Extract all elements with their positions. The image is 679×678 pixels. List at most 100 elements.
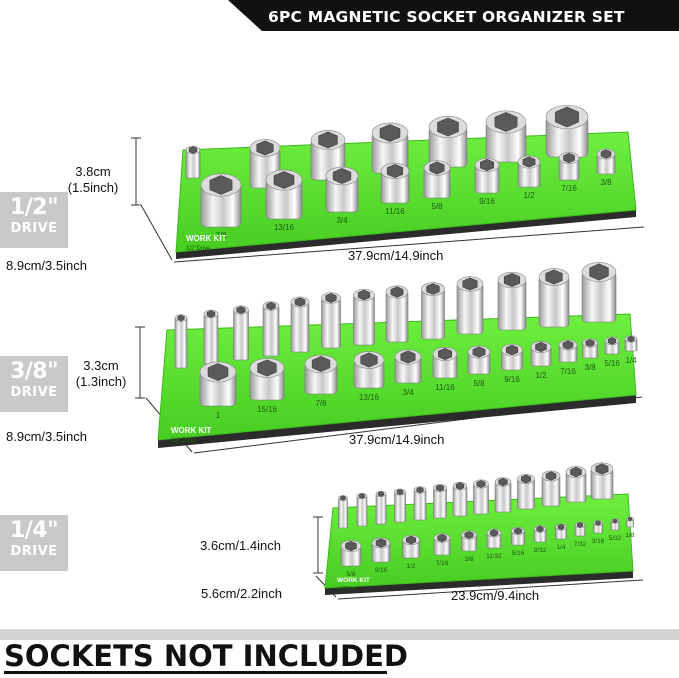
socket-deep bbox=[456, 276, 484, 335]
socket-front bbox=[423, 160, 451, 199]
size-label: 5/16 bbox=[604, 359, 620, 368]
rail-base bbox=[176, 210, 636, 259]
socket-body bbox=[353, 294, 375, 346]
socket-hex bbox=[188, 146, 198, 154]
brand-label: WORK KIT bbox=[171, 426, 212, 435]
socket-hex bbox=[521, 474, 531, 484]
socket-front bbox=[353, 351, 385, 389]
socket-front bbox=[582, 338, 598, 359]
socket-hex bbox=[375, 538, 387, 548]
socket-body bbox=[375, 493, 387, 525]
socket-hex bbox=[294, 297, 306, 307]
socket-hex bbox=[545, 269, 563, 285]
size-label: 7/8 bbox=[315, 399, 327, 408]
socket-hex bbox=[236, 306, 246, 314]
socket-hex bbox=[464, 531, 474, 539]
socket-front bbox=[486, 528, 502, 549]
title-text: 6PC MAGNETIC SOCKET ORGANIZER SET bbox=[268, 8, 625, 26]
drive-size: 1/2" bbox=[9, 195, 59, 220]
socket-hex bbox=[257, 359, 277, 377]
socket-body bbox=[233, 309, 249, 361]
socket-body bbox=[338, 497, 348, 529]
socket-hex bbox=[325, 293, 337, 303]
socket-front bbox=[530, 341, 552, 367]
socket-hex bbox=[595, 520, 601, 526]
socket-front bbox=[533, 525, 547, 543]
socket-front bbox=[325, 166, 359, 213]
socket-hex bbox=[557, 524, 565, 530]
drive-word: DRIVE bbox=[10, 544, 58, 559]
socket-hex bbox=[585, 339, 595, 347]
socket-deep bbox=[290, 296, 310, 353]
socket-deep bbox=[433, 484, 447, 519]
socket-hex bbox=[206, 310, 216, 318]
socket-front bbox=[402, 534, 420, 559]
socket-front bbox=[304, 354, 338, 395]
size-label: 9/16 bbox=[375, 567, 388, 574]
rail-base bbox=[325, 571, 633, 595]
size-label: 11/16 bbox=[385, 207, 405, 216]
socket-front bbox=[467, 345, 491, 375]
socket-hex bbox=[589, 263, 609, 281]
size-label: 3/8 bbox=[600, 178, 612, 187]
socket-front bbox=[394, 349, 422, 384]
socket-body bbox=[321, 297, 341, 349]
drive-size: 3/8" bbox=[9, 359, 59, 384]
socket-hex bbox=[266, 301, 276, 311]
socket-hex bbox=[535, 341, 547, 353]
socket-back bbox=[371, 122, 409, 174]
size-label: 1/2 bbox=[406, 563, 415, 570]
socket-body bbox=[433, 487, 447, 519]
socket-deep bbox=[538, 268, 570, 328]
socket-front bbox=[249, 358, 285, 401]
socket-hex bbox=[436, 484, 444, 492]
socket-deep bbox=[321, 292, 341, 349]
socket-front bbox=[624, 335, 638, 352]
socket-hex bbox=[332, 168, 352, 184]
socket-hex bbox=[406, 535, 416, 545]
size-label: 5/8 bbox=[473, 379, 485, 388]
socket-deep bbox=[233, 305, 249, 361]
socket-deep bbox=[413, 486, 427, 521]
size-label: 13/16 bbox=[359, 393, 380, 402]
socket-hex bbox=[437, 117, 459, 137]
socket-hex bbox=[476, 480, 486, 488]
socket-hex bbox=[627, 335, 635, 343]
socket-hex bbox=[426, 283, 440, 295]
socket-hex bbox=[462, 277, 478, 291]
size-label: 1/2 bbox=[523, 191, 535, 200]
brand-label: WORK KIT bbox=[186, 234, 227, 243]
socket-front bbox=[558, 339, 578, 363]
size-label: 9/16 bbox=[479, 197, 495, 206]
socket-hex bbox=[340, 495, 346, 501]
size-label: 3/8 bbox=[464, 556, 473, 563]
half-height-in: (1.5inch) bbox=[67, 180, 119, 195]
socket-deep bbox=[394, 488, 406, 523]
socket-hex bbox=[390, 286, 404, 298]
socket-body bbox=[356, 495, 368, 527]
quarter-depth: 5.6cm/2.2inch bbox=[201, 586, 282, 601]
socket-deep bbox=[353, 288, 375, 346]
socket-hex bbox=[209, 175, 233, 195]
drive-tab-three-eighths: 3/8" DRIVE bbox=[0, 356, 68, 412]
socket-hex bbox=[400, 350, 416, 364]
socket-hex bbox=[576, 522, 584, 528]
size-label: 7/16 bbox=[561, 184, 577, 193]
socket-deep bbox=[581, 262, 617, 323]
socket-hex bbox=[627, 517, 633, 521]
adapter bbox=[185, 145, 201, 179]
socket-front bbox=[511, 527, 525, 546]
size-label: 7/16 bbox=[436, 560, 449, 567]
socket-hex bbox=[570, 466, 582, 478]
brand-label: WORK KIT bbox=[337, 577, 370, 584]
size-label: 11/16 bbox=[435, 383, 455, 392]
socket-body bbox=[290, 301, 310, 353]
threeeighths-height-cm: 3.3cm bbox=[83, 358, 119, 373]
socket-front bbox=[433, 533, 451, 556]
drive-tab-half-inch: 1/2" DRIVE bbox=[0, 192, 68, 248]
socket-body bbox=[262, 305, 280, 357]
socket-hex bbox=[489, 529, 499, 537]
socket-hex bbox=[345, 540, 357, 552]
